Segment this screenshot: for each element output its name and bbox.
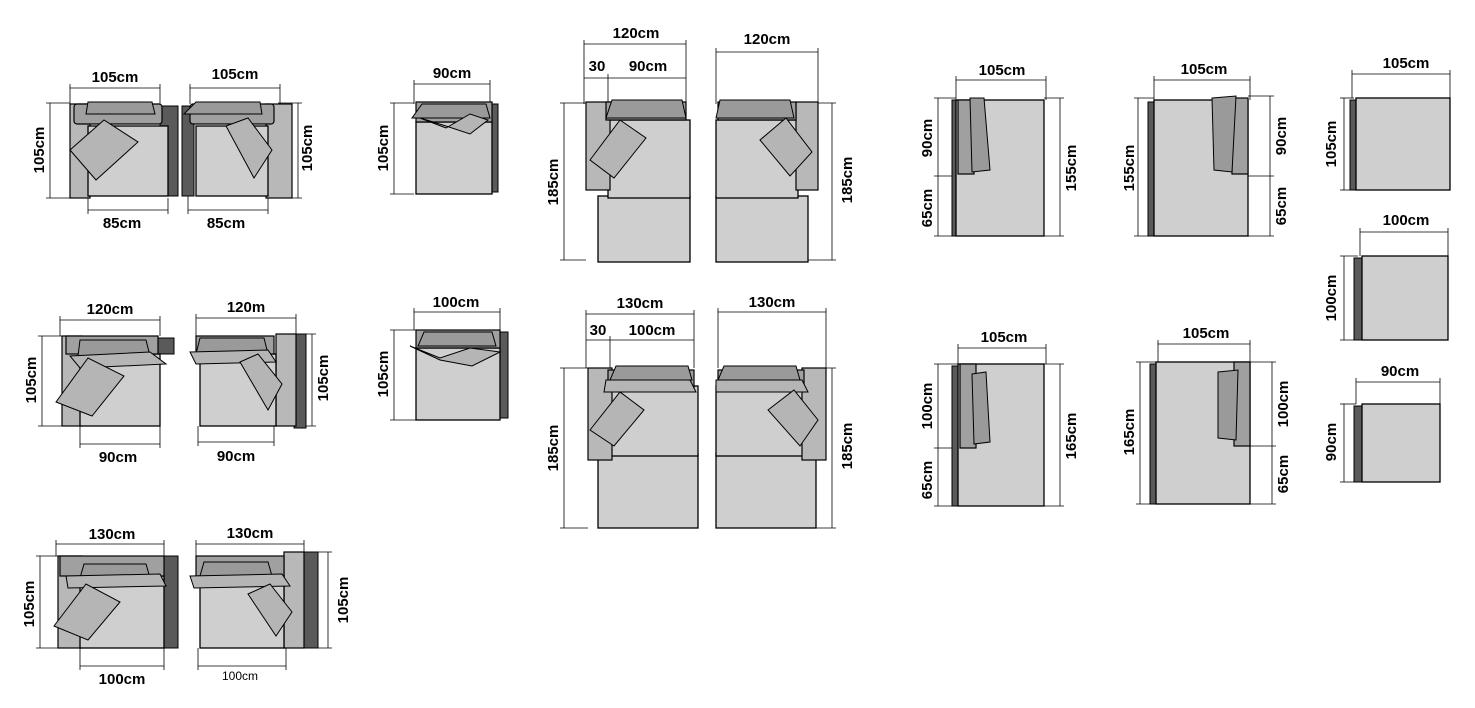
m14-right-dim: 165cm [1063, 413, 1080, 460]
module-corner-right-105: 105cm 105cm 85cm [181, 66, 316, 232]
m4-seg-b-dim: 90cm [629, 58, 667, 75]
m5-top-dim: 120cm [744, 31, 791, 48]
module-corner-right-120: 120m 105cm 90cm [189, 299, 332, 465]
m4-top-dim: 120cm [613, 25, 660, 42]
module-chaise-right-130: 130cm 185cm [715, 294, 856, 529]
m10-right-dim: 105cm [315, 355, 332, 402]
module-pouf-100: 100cm 100cm [1323, 212, 1449, 341]
m10-top-dim: 120m [227, 299, 265, 316]
m2-right-dim: 105cm [299, 125, 316, 172]
m15-left-dim: 165cm [1121, 409, 1138, 456]
m6-left-b-dim: 65cm [919, 189, 936, 227]
m10-bottom-dim: 90cm [217, 448, 255, 465]
m7-left-dim: 155cm [1121, 145, 1138, 192]
m18-bottom-dim: 100cm [99, 671, 146, 688]
module-corner-left-120: 120cm 105cm 90cm [23, 301, 175, 466]
module-corner-left-130: 130cm 105cm 100cm [21, 526, 179, 688]
m2-bottom-dim: 85cm [207, 215, 245, 232]
module-end-right-165: 105cm 165cm 100cm 65cm [1121, 325, 1292, 505]
m12-seg-b-dim: 100cm [629, 322, 676, 339]
m3-top-dim: 90cm [433, 65, 471, 82]
m4-seg-a-dim: 30 [589, 58, 606, 75]
m14-left-a-dim: 100cm [919, 383, 936, 430]
m11-top-dim: 100cm [433, 294, 480, 311]
m14-top-dim: 105cm [981, 329, 1028, 346]
m16-left-dim: 100cm [1323, 275, 1340, 322]
module-pouf-105: 105cm 105cm [1323, 55, 1451, 191]
m1-left-dim: 105cm [31, 127, 48, 174]
module-chaise-right-120: 120cm 185cm [715, 31, 856, 263]
m12-seg-a-dim: 30 [590, 322, 607, 339]
m19-right-dim: 105cm [335, 577, 352, 624]
module-armless-90: 90cm 105cm [375, 65, 499, 195]
module-corner-right-130: 130cm 105cm 100cm [189, 525, 352, 683]
module-corner-left-105: 105cm 105cm 85cm [31, 69, 179, 232]
m2-top-dim: 105cm [212, 66, 259, 83]
m15-right-b-dim: 65cm [1275, 455, 1292, 493]
module-end-left-165: 105cm 100cm 65cm 165cm [919, 329, 1080, 507]
module-chaise-left-120: 120cm 30 90cm 185cm [545, 25, 691, 263]
module-end-right-155: 105cm 155cm 90cm 65cm [1121, 61, 1290, 237]
module-armless-100: 100cm 105cm [375, 294, 509, 421]
m3-left-dim: 105cm [375, 125, 392, 172]
m11-left-dim: 105cm [375, 351, 392, 398]
module-end-left-155: 90cm 65cm 105cm 155cm [919, 62, 1080, 237]
m8-top-dim: 105cm [1383, 55, 1430, 72]
m7-right-b-dim: 65cm [1273, 187, 1290, 225]
m8-left-dim: 105cm [1323, 121, 1340, 168]
m6-right-dim: 155cm [1063, 145, 1080, 192]
m15-right-a-dim: 100cm [1275, 381, 1292, 428]
m14-left-b-dim: 65cm [919, 461, 936, 499]
m17-left-dim: 90cm [1323, 423, 1340, 461]
module-chaise-left-130: 130cm 30 100cm 185cm [545, 295, 699, 529]
m12-top-dim: 130cm [617, 295, 664, 312]
m18-top-dim: 130cm [89, 526, 136, 543]
m12-left-dim: 185cm [545, 425, 562, 472]
m7-right-a-dim: 90cm [1273, 117, 1290, 155]
m15-top-dim: 105cm [1183, 325, 1230, 342]
m1-top-dim: 105cm [92, 69, 139, 86]
m9-top-dim: 120cm [87, 301, 134, 318]
m7-top-dim: 105cm [1181, 61, 1228, 78]
m17-top-dim: 90cm [1381, 363, 1419, 380]
m6-left-a-dim: 90cm [919, 119, 936, 157]
m18-left-dim: 105cm [21, 581, 38, 628]
m9-left-dim: 105cm [23, 357, 40, 404]
m13-top-dim: 130cm [749, 294, 796, 311]
m5-right-dim: 185cm [839, 157, 856, 204]
m19-bottom-dim: 100cm [222, 669, 258, 683]
m19-top-dim: 130cm [227, 525, 274, 542]
m1-bottom-dim: 85cm [103, 215, 141, 232]
m4-left-dim: 185cm [545, 159, 562, 206]
m6-top-dim: 105cm [979, 62, 1026, 79]
module-pouf-90: 90cm 90cm [1323, 363, 1441, 483]
m13-right-dim: 185cm [839, 423, 856, 470]
m9-bottom-dim: 90cm [99, 449, 137, 466]
m16-top-dim: 100cm [1383, 212, 1430, 229]
